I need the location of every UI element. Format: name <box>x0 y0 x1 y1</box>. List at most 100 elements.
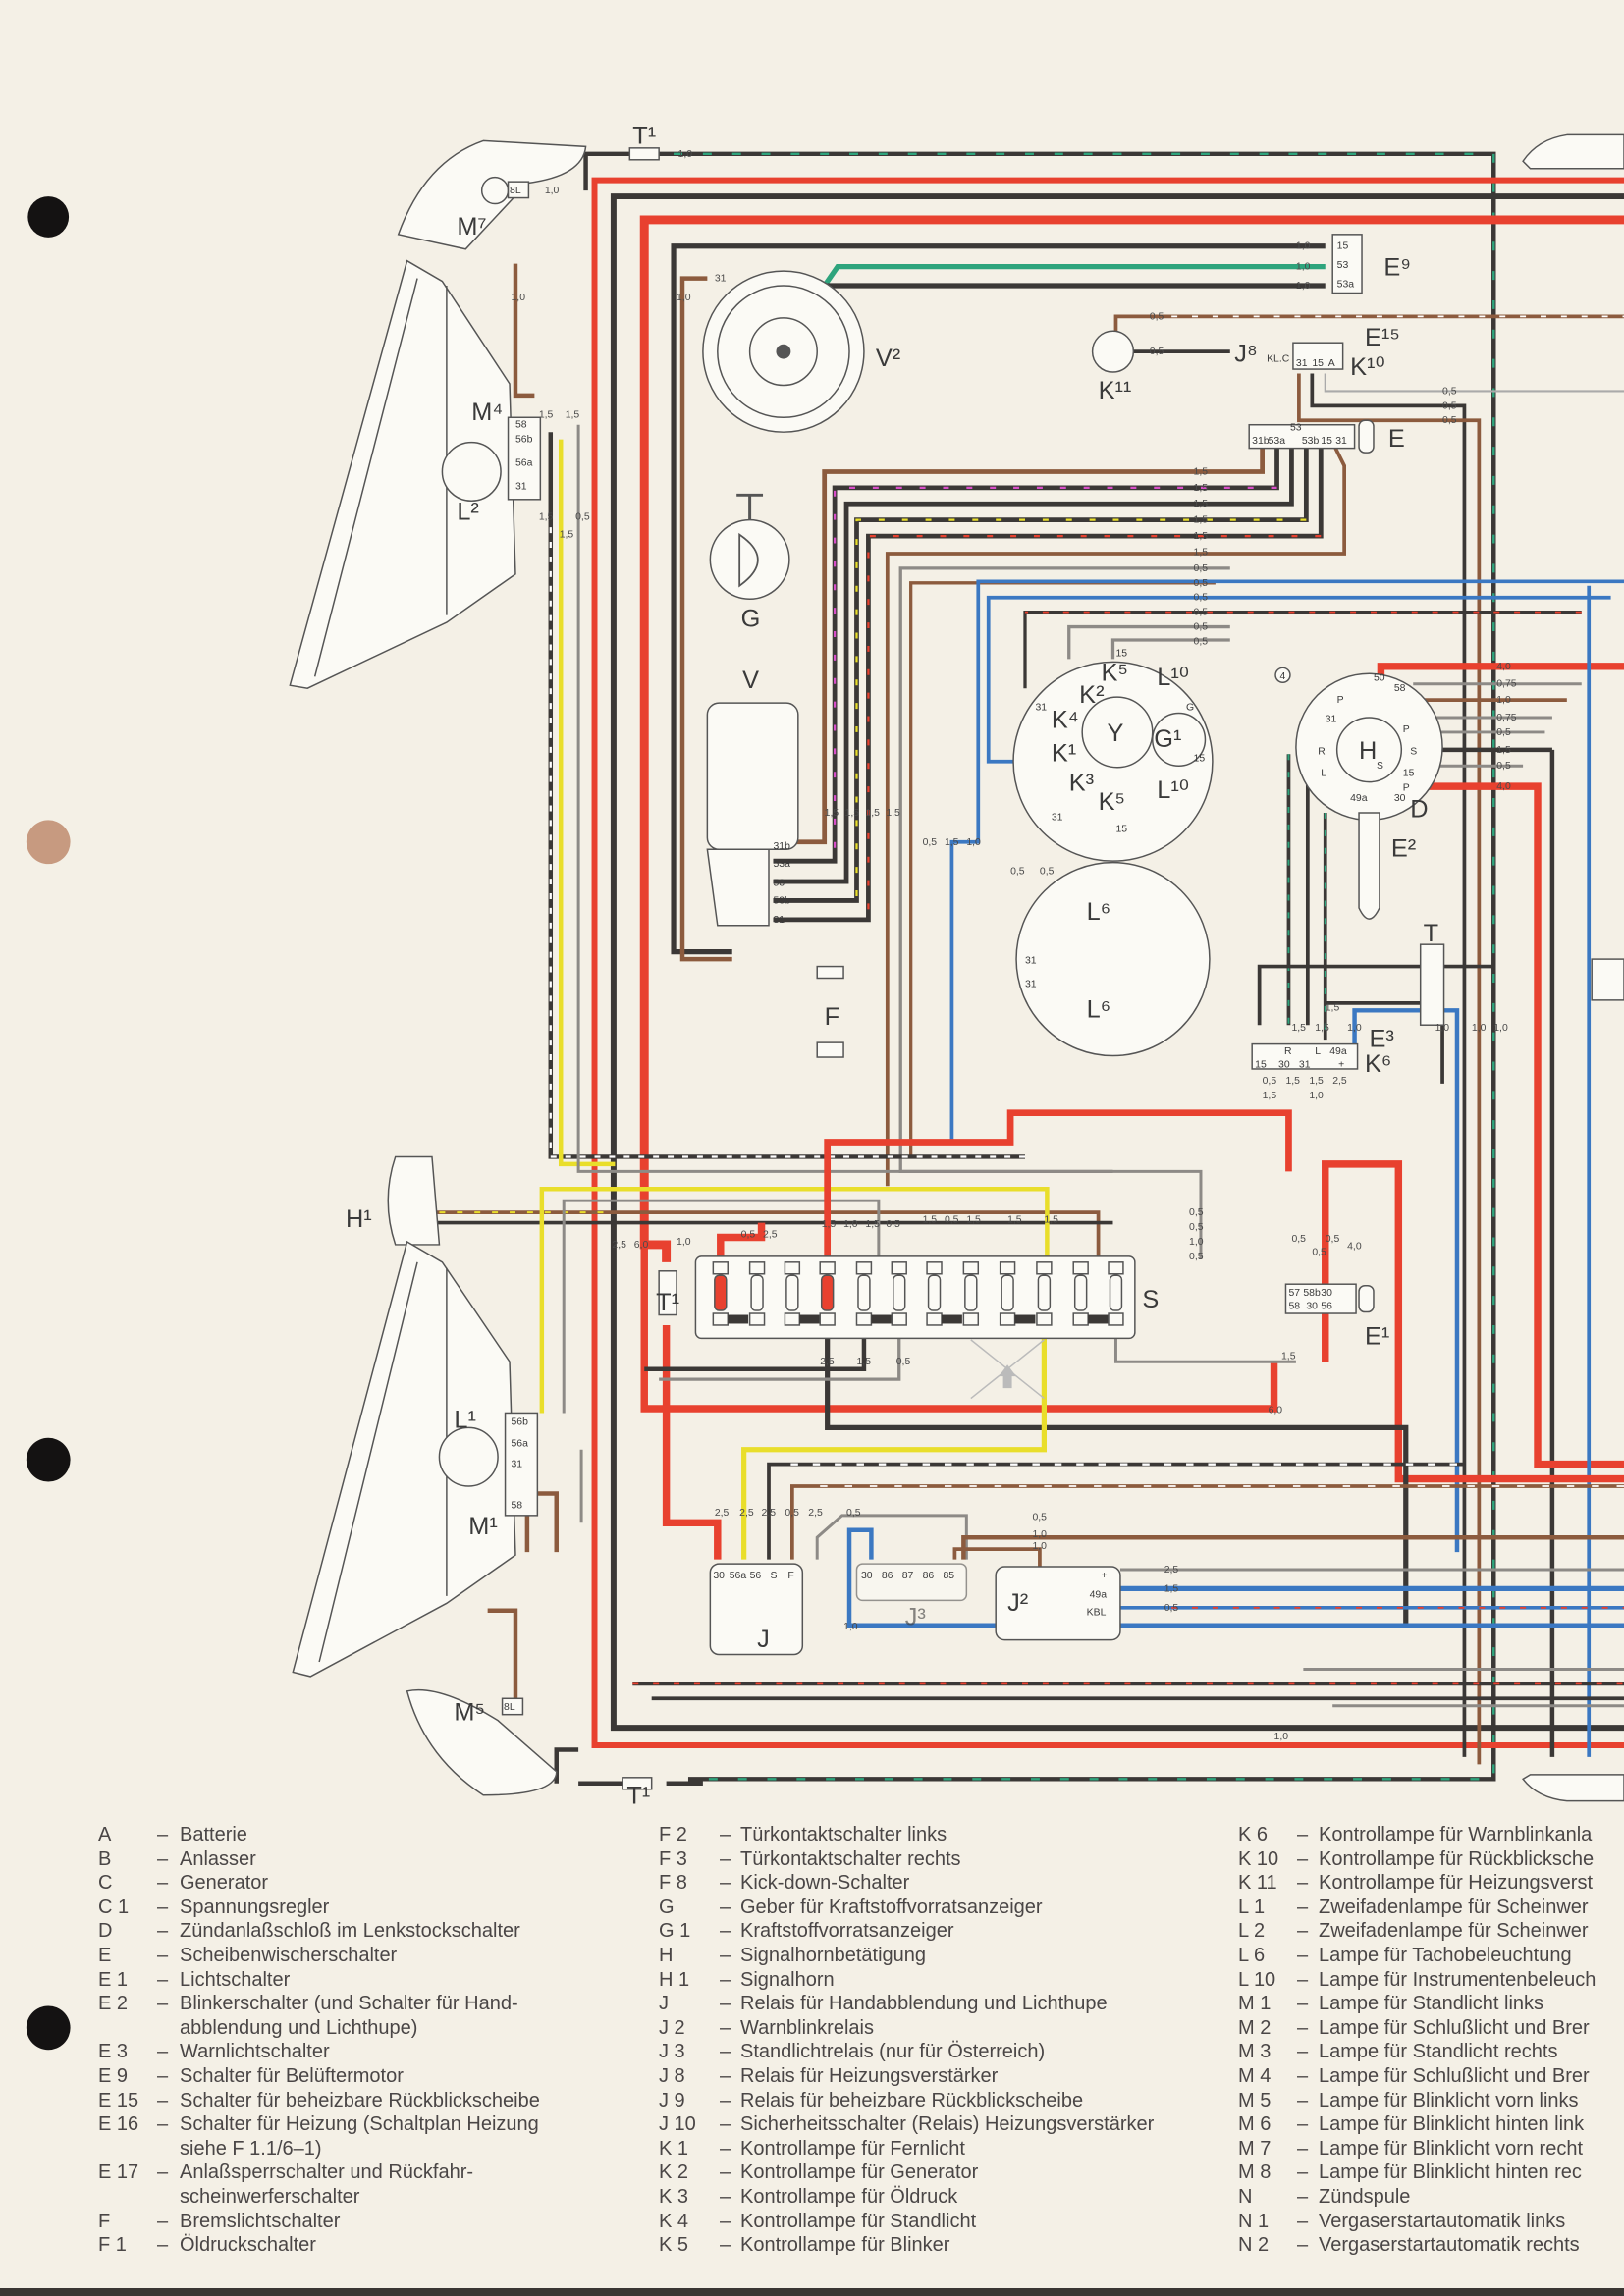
wire-gauge-label: 1,5 <box>1194 531 1209 542</box>
legend-entry: L 6–Lampe für Tachobeleuchtung <box>1238 1944 1596 1968</box>
legend-dash: – <box>720 2113 731 2136</box>
fuse <box>820 1274 835 1311</box>
component-label-J2: J² <box>1007 1589 1028 1617</box>
wire-gauge-label: 1,0 <box>966 837 981 848</box>
wire <box>1310 373 1467 1757</box>
legend-entry: E–Scheibenwischerschalter <box>98 1944 540 1968</box>
headlamp-L2: L² M⁴ <box>289 259 542 689</box>
legend-entry: D–Zündanlaßschloß im Lenkstockschalter <box>98 1919 540 1944</box>
fuse <box>1109 1274 1123 1311</box>
pin-label: 53a <box>1337 280 1355 291</box>
wire-gauge-label: 1,5 <box>1194 483 1209 494</box>
legend-entry: N–Zündspule <box>1238 2185 1596 2210</box>
legend-entry: K 4–Kontrollampe für Standlicht <box>659 2210 1154 2234</box>
wire-gauge-label: 1,5 <box>1044 1215 1058 1226</box>
legend-entry-continuation: abblendung und Lichthupe) <box>180 2016 418 2039</box>
fuse-terminal <box>1108 1312 1124 1326</box>
wire <box>773 448 1294 884</box>
wire <box>632 1682 1624 1701</box>
legend-entry: K 2–Kontrollampe für Generator <box>659 2161 1154 2185</box>
legend-code: J <box>659 1993 669 2015</box>
pin-label: L <box>1315 1046 1321 1057</box>
legend-text: Zündspule <box>1319 2185 1411 2208</box>
legend-code: K 4 <box>659 2210 689 2232</box>
pin-label: S <box>770 1571 777 1581</box>
legend-text: Kontrollampe für Heizungsverst <box>1319 1872 1594 1895</box>
component-label-M1: M¹ <box>468 1513 498 1540</box>
wire-gauge-label: 0,5 <box>1496 727 1511 738</box>
wire <box>885 447 1347 1187</box>
legend-code: E 17 <box>98 2162 139 2184</box>
component-label-G: G <box>741 606 761 633</box>
wire-gauge-label: 2,5 <box>1332 1076 1347 1087</box>
wire-gauge-label: 1,0 <box>1296 281 1311 292</box>
legend-dash: – <box>1297 1872 1309 1895</box>
legend-entry: E 17–Anlaßsperrschalter und Rückfahr- <box>98 2161 540 2185</box>
legend-code: M 3 <box>1238 2041 1272 2063</box>
legend-code: J 9 <box>659 2089 685 2111</box>
wire-gauge-label: 1,0 <box>678 149 693 160</box>
pin-label: 31 <box>512 1460 523 1470</box>
pin-label: 31 <box>1335 436 1347 447</box>
legend-dash: – <box>720 1872 731 1895</box>
legend-code: E 15 <box>98 2089 139 2111</box>
wire <box>741 1335 1048 1560</box>
wire-gauge-label: 0,5 <box>1194 622 1209 633</box>
wire-gauge-label: 1,5 <box>1194 499 1209 509</box>
legend-text: Lichtschalter <box>180 1968 291 1991</box>
legend-dash: – <box>1297 1920 1309 1943</box>
legend-entry: F 3–Türkontaktschalter rechts <box>659 1847 1154 1872</box>
legend-code: E 1 <box>98 1968 129 1991</box>
legend-text: Kontrollampe für Öldruck <box>740 2185 958 2208</box>
legend-text: Zündanlaßschloß im Lenkstockschalter <box>180 1920 520 1943</box>
wire <box>659 1335 901 1381</box>
pin-label: 8L <box>510 186 521 196</box>
wire-gauge-label: 1,0 <box>512 293 526 303</box>
legend-text: Türkontaktschalter links <box>740 1824 947 1845</box>
legend-text: Lampe für Blinklicht vorn links <box>1319 2089 1579 2111</box>
pin-label: 57 <box>1288 1288 1300 1299</box>
legend-dash: – <box>1297 2016 1309 2039</box>
legend-code: G <box>659 1896 675 1918</box>
legend-entry: K 3–Kontrollampe für Öldruck <box>659 2185 1154 2210</box>
fuse-terminal <box>712 1312 729 1326</box>
legend-dash: – <box>157 1847 169 1870</box>
legend-text: Warnlichtschalter <box>180 2041 330 2063</box>
fuse-terminal <box>748 1261 766 1275</box>
legend-entry: J 3–Standlichtrelais (nur für Österreich… <box>659 2040 1154 2064</box>
legend-text: Warnblinkrelais <box>740 2016 874 2039</box>
wire-gauge-label: 2,5 <box>763 1229 778 1240</box>
component-label-M7: M⁷ <box>457 213 486 240</box>
wire-gauge-label: 1,5 <box>1263 1091 1277 1101</box>
wire <box>949 579 1624 1143</box>
legend-code: M 2 <box>1238 2016 1272 2039</box>
lamp-M5: 8L M⁵ T¹ <box>406 1688 653 1810</box>
legend-text: Kick-down-Schalter <box>740 1872 910 1895</box>
legend-text: Signalhornbetätigung <box>740 1944 927 1966</box>
wire-gauge-label: 1,5 <box>822 1219 837 1230</box>
wire <box>679 276 732 962</box>
component-label-K1: K¹ <box>1052 740 1076 768</box>
pin-label: KBL <box>1087 1607 1107 1618</box>
legend-dash: – <box>720 2162 731 2184</box>
wire <box>610 193 1624 1732</box>
legend-entry: M 1–Lampe für Standlicht links <box>1238 1992 1596 2016</box>
legend-code: M 6 <box>1238 2113 1272 2136</box>
component-label-D: D <box>1410 795 1428 823</box>
legend-dash: – <box>157 1968 169 1991</box>
wire <box>558 439 616 1167</box>
fuse-bridge <box>941 1314 962 1324</box>
fuse-terminal <box>926 1261 943 1275</box>
legend-entry: A–Batterie <box>98 1823 540 1847</box>
legend-text: Sicherheitsschalter (Relais) Heizungsver… <box>740 2113 1155 2136</box>
legend-code: L 6 <box>1238 1944 1266 1966</box>
pin-label: + <box>1102 1571 1108 1581</box>
pin-label: 56a <box>515 457 533 468</box>
legend-dash: – <box>720 2185 731 2208</box>
wire <box>662 1324 722 1560</box>
legend-code: G 1 <box>659 1920 691 1943</box>
legend-code: L 2 <box>1238 1920 1266 1943</box>
wire-gauge-label: 0,5 <box>1189 1207 1204 1218</box>
wire <box>773 448 1266 845</box>
